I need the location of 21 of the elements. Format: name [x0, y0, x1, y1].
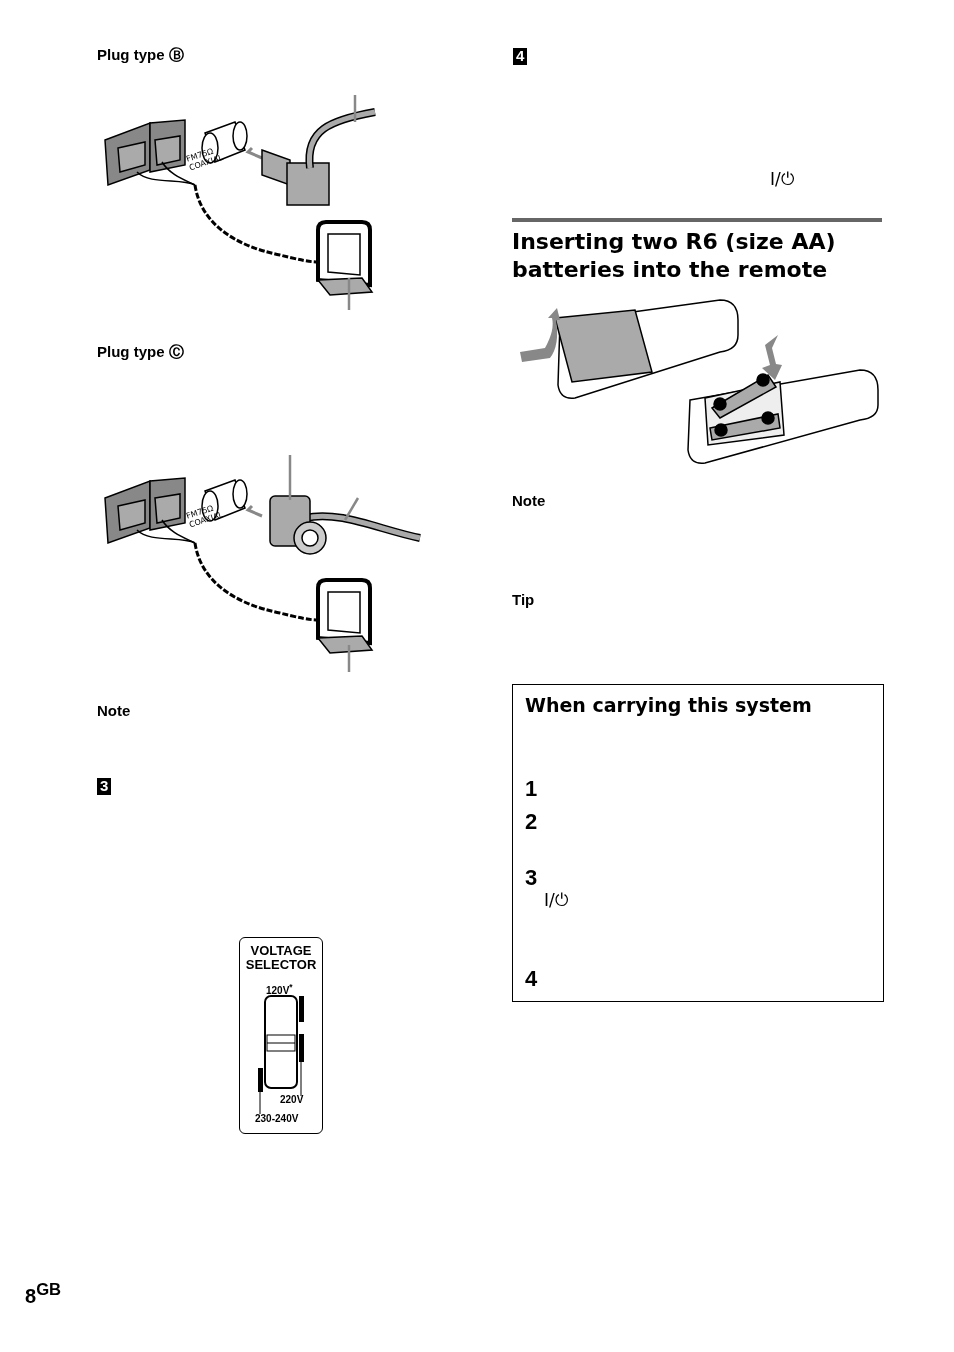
step-number: 2 — [525, 810, 538, 835]
voltage-label: 230-240V — [255, 1113, 299, 1124]
power-symbol-text: I/⏻ — [770, 170, 794, 189]
section-heading: Inserting two R6 (size AA) batteries into the remote — [512, 228, 837, 283]
step-number: 3 — [97, 778, 112, 795]
box-heading: When carrying this system — [525, 695, 812, 716]
panel-title: VOLTAGE SELECTOR — [244, 944, 318, 972]
tip-heading: Tip — [512, 592, 535, 609]
note-heading: Note — [512, 493, 546, 510]
voltage-label: 220V — [280, 1094, 304, 1105]
info-box — [512, 684, 884, 1002]
step-number: 3 — [525, 866, 538, 891]
power-symbol-text: I/⏻ — [544, 891, 568, 910]
step-number: 4 — [525, 967, 538, 992]
page-number: 8$^{GB}$ — [25, 1281, 62, 1307]
note-heading: Note — [97, 703, 131, 720]
plug-type-label: Plug type Ⓑ — [97, 47, 184, 64]
step-number: 1 — [525, 777, 538, 802]
plug-type-label: Plug type Ⓒ — [97, 344, 184, 361]
voltage-label: 120V$^{*}$ — [266, 983, 293, 997]
step-number: 4 — [513, 48, 528, 65]
